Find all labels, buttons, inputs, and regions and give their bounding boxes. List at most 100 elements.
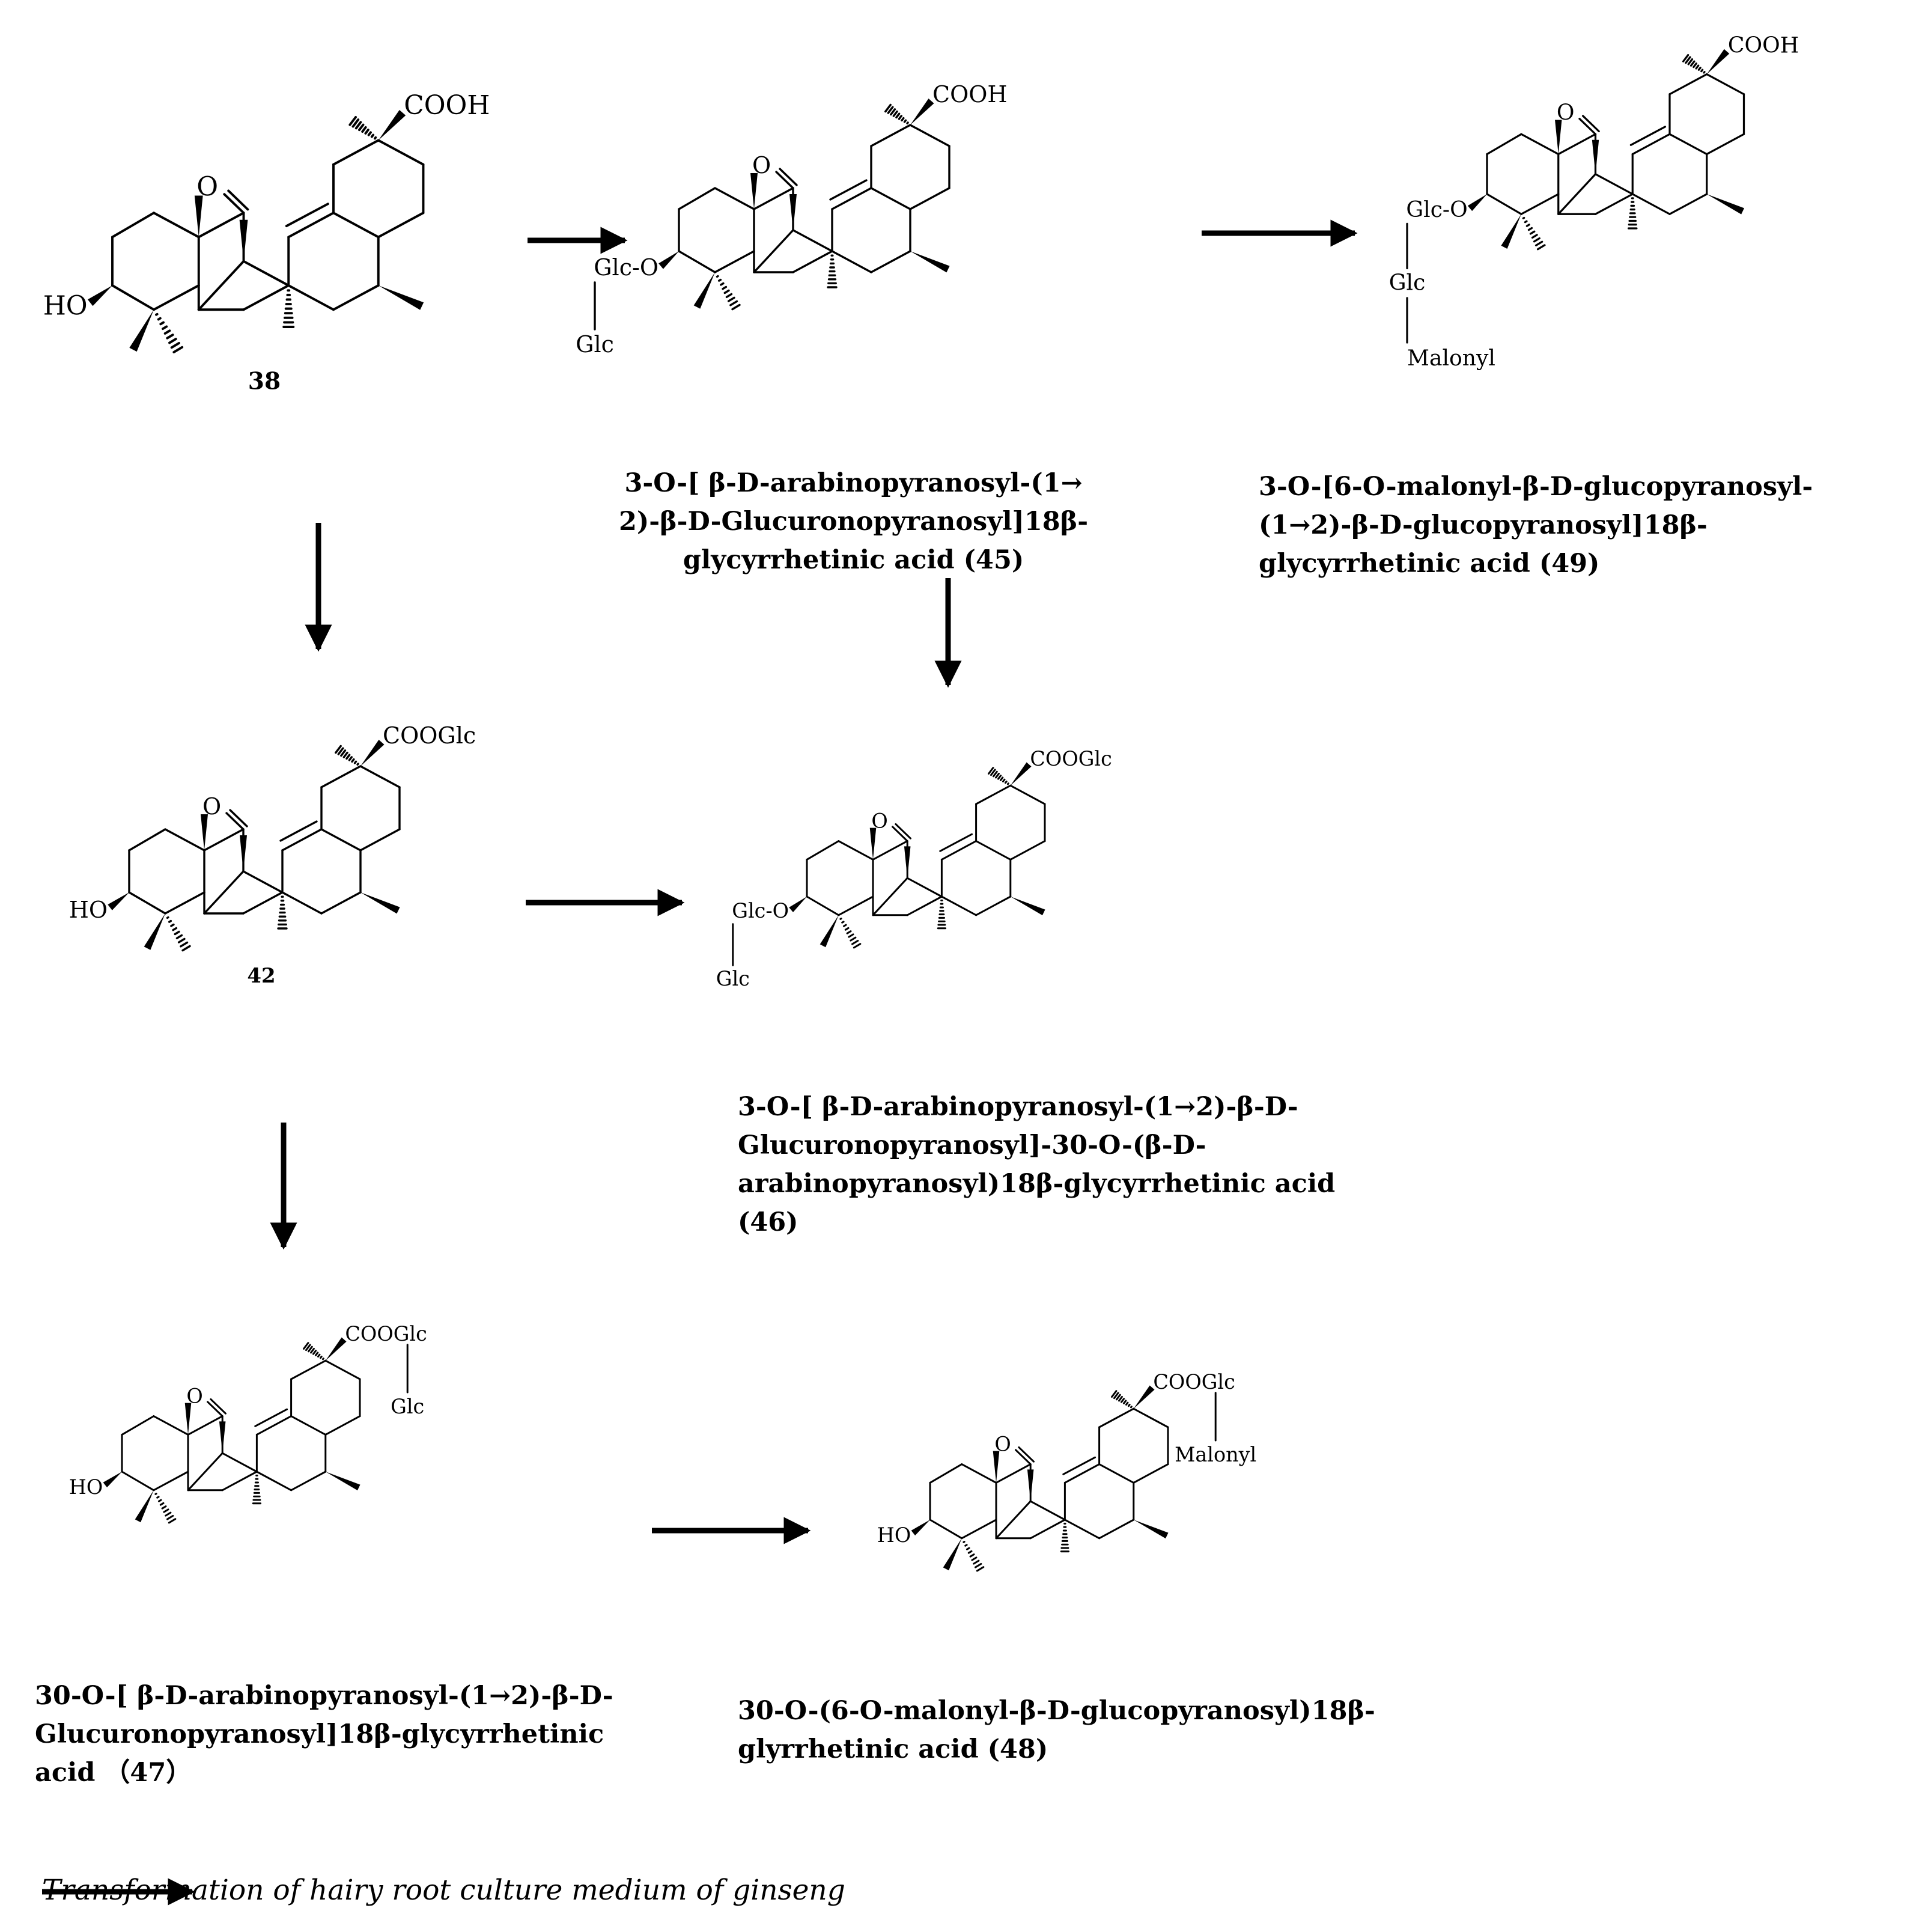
hash-stroke xyxy=(157,1499,162,1502)
hash-stroke xyxy=(725,293,733,298)
hash-stroke xyxy=(887,106,894,114)
ring-bond xyxy=(242,260,290,287)
name-line: 3-O-[6-O-malonyl-β-D-glucopyranosyl- xyxy=(1259,472,1813,502)
name-line: 30-O-[ β-D-arabinopyranosyl-(1→2)-β-D- xyxy=(35,1681,613,1711)
ring-bond xyxy=(287,212,335,239)
ring-bond xyxy=(287,284,335,311)
ring-bond xyxy=(831,187,872,210)
hash-stroke xyxy=(969,1553,975,1558)
hash-stroke xyxy=(975,1562,982,1568)
ring-bond xyxy=(1668,73,1708,96)
hash-stroke xyxy=(175,934,183,939)
hash-stroke xyxy=(317,1353,321,1358)
ketone-bond xyxy=(1015,1449,1032,1466)
name-line: (46) xyxy=(738,1207,798,1237)
ring-bond xyxy=(1029,1519,1066,1540)
methyl-hash xyxy=(1682,53,1706,74)
ring-bond xyxy=(806,895,840,916)
ring-bond xyxy=(1486,193,1522,215)
name-line: arabinopyranosyl)18β-glycyrrhetinic acid xyxy=(738,1169,1336,1199)
ring-bond xyxy=(111,212,155,239)
hash-stroke xyxy=(903,119,907,123)
name-line: Glucuronopyranosyl]-30-O-(β-D- xyxy=(738,1130,1206,1160)
hash-stroke xyxy=(851,939,859,945)
name-47: 30-O-[ β-D-arabinopyranosyl-(1→2)-β-D-Gl… xyxy=(35,1677,613,1792)
name-46: 3-O-[ β-D-arabinopyranosyl-(1→2)-β-D-Glu… xyxy=(738,1088,1335,1242)
acid-group: COOGlc xyxy=(1153,1370,1235,1394)
hash-stroke xyxy=(1524,220,1528,224)
methyl-hash xyxy=(839,918,862,949)
hash-stroke xyxy=(1116,1394,1121,1401)
hash-stroke xyxy=(348,756,353,761)
methyl-hash xyxy=(166,916,191,952)
ring-bond xyxy=(221,1470,258,1492)
ring-bond xyxy=(753,187,794,210)
double-bond xyxy=(285,203,329,228)
hash-stroke xyxy=(163,1508,169,1513)
methyl-wedge xyxy=(904,846,911,879)
name-line: 2)-β-D-Glucuronopyranosyl]18β- xyxy=(619,507,1089,537)
name-line: glyrrhetinic acid (48) xyxy=(738,1734,1048,1764)
hash-stroke xyxy=(1525,224,1530,227)
methyl-wedge xyxy=(240,835,247,871)
acid-wedge xyxy=(378,109,406,141)
hash-stroke xyxy=(157,317,162,321)
hash-stroke xyxy=(846,930,852,934)
double-bond xyxy=(279,820,318,842)
ring-bond xyxy=(961,1519,997,1540)
ring-bond xyxy=(1098,1463,1135,1484)
hash-stroke xyxy=(994,772,1000,779)
ring-bond xyxy=(1594,193,1634,215)
ring-bond xyxy=(1063,1463,1101,1484)
hash-stroke xyxy=(1527,227,1533,231)
ring-bond xyxy=(242,891,284,915)
ring-bond xyxy=(1009,840,1046,861)
hash-stroke xyxy=(1002,778,1006,782)
hash-stroke xyxy=(374,136,377,140)
methyl-wedge xyxy=(943,1538,962,1571)
ketone-bond xyxy=(207,1401,224,1418)
hash-stroke xyxy=(165,1511,172,1517)
ring-bond xyxy=(377,139,425,166)
ring-bond xyxy=(203,828,245,852)
ring-bond xyxy=(1557,173,1597,215)
hash-stroke xyxy=(351,758,355,763)
ring-bond xyxy=(187,1452,224,1492)
acid-wedge xyxy=(1133,1385,1155,1409)
hash-stroke xyxy=(168,338,177,344)
methyl-wedge xyxy=(1501,214,1521,249)
ring-bond xyxy=(906,895,943,916)
hash-stroke xyxy=(364,129,370,135)
hash-stroke xyxy=(853,943,862,949)
ring-bond xyxy=(1520,193,1560,215)
hash-stroke xyxy=(1695,64,1700,70)
ring-bond xyxy=(1486,133,1522,156)
hydroxyl-group: HO xyxy=(43,290,88,321)
hash-stroke xyxy=(172,346,184,354)
methyl-hash xyxy=(155,312,184,354)
legend-label: Transformation of hairy root culture med… xyxy=(42,1874,845,1907)
ring-bond xyxy=(838,895,874,916)
acid-group: COOGlc xyxy=(1030,747,1112,770)
ring-bond xyxy=(324,1415,361,1436)
hash-stroke xyxy=(1693,62,1697,69)
hash-stroke xyxy=(1685,56,1691,64)
ring-bond xyxy=(121,1415,155,1436)
ring-bond xyxy=(1706,73,1745,96)
ketone-bond xyxy=(775,171,794,189)
ring-bond xyxy=(872,877,908,916)
methyl-wedge xyxy=(325,1472,360,1491)
hash-stroke xyxy=(337,747,344,755)
hash-stroke xyxy=(181,945,191,952)
methyl-hash xyxy=(1111,1390,1133,1409)
hash-stroke xyxy=(990,769,996,776)
name-45: 3-O-[ β-D-arabinopyranosyl-(1→2)-β-D-Glu… xyxy=(619,464,1088,579)
ring-bond xyxy=(377,212,425,239)
glycoside-group: Glc-O xyxy=(732,899,789,922)
methyl-hash xyxy=(348,115,377,140)
hash-stroke xyxy=(370,133,375,138)
glycoside-wedge xyxy=(789,897,807,913)
hash-stroke xyxy=(353,760,357,764)
hash-stroke xyxy=(999,776,1004,781)
